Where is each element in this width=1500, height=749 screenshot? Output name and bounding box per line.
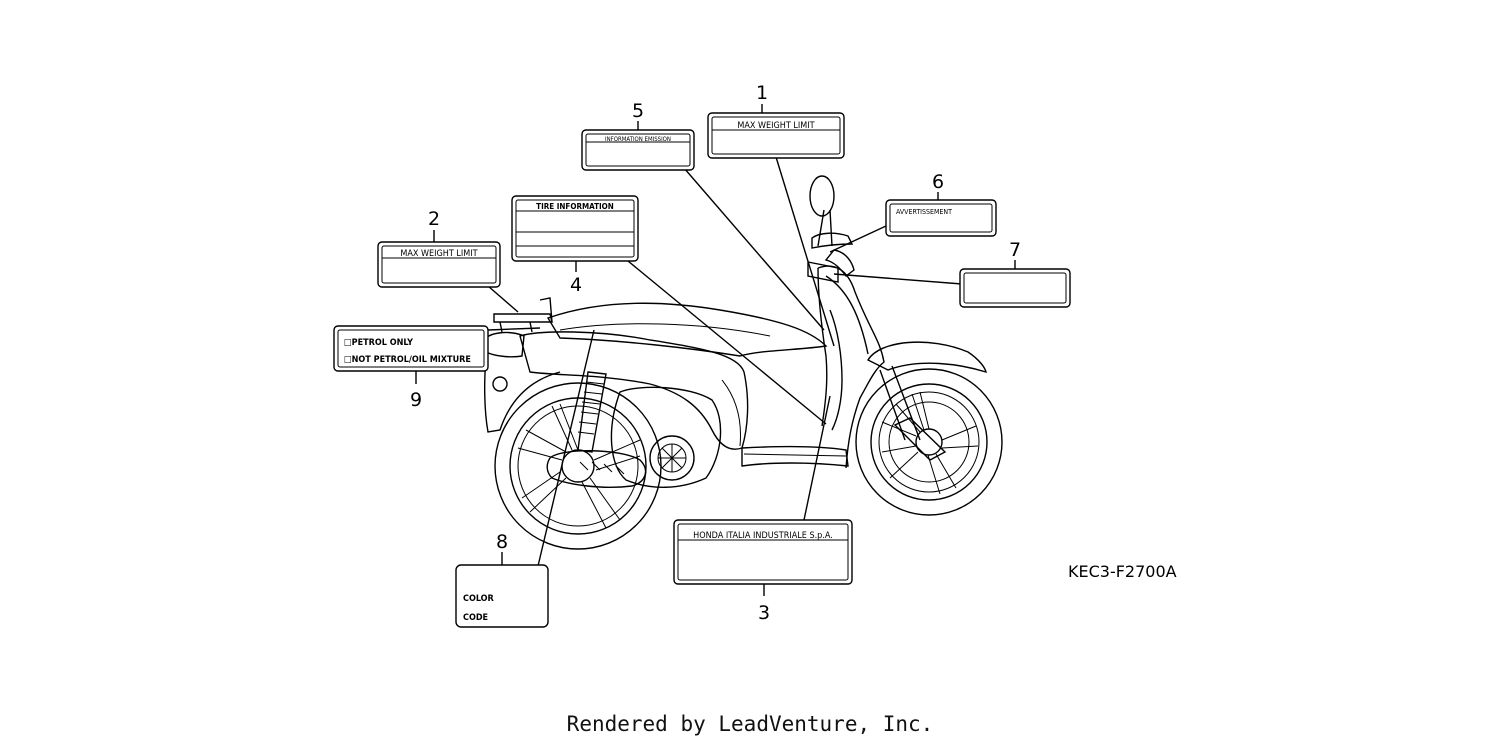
label-7[interactable]: 7 [959, 239, 1071, 308]
label-6-text: AVVERTISSEMENT [896, 208, 952, 216]
label-1-number: 1 [756, 82, 768, 104]
label-4[interactable]: TIRE INFORMATION 4 [511, 195, 639, 296]
scooter-drawing [483, 175, 1003, 550]
leader-line-7 [833, 273, 963, 285]
label-5[interactable]: INFORMATION EMISSION 5 [581, 100, 695, 171]
label-9[interactable]: □PETROL ONLY □NOT PETROL/OIL MIXTURE 9 [333, 325, 489, 411]
label-6-number: 6 [932, 171, 944, 193]
label-9-number: 9 [410, 389, 422, 411]
leader-line-1 [775, 156, 835, 347]
leader-lines [415, 104, 1016, 596]
label-8-line1: COLOR [463, 594, 495, 604]
leader-line-2 [487, 285, 519, 313]
label-3[interactable]: HONDA ITALIA INDUSTRIALE S.p.A. 3 [673, 519, 853, 624]
label-6[interactable]: AVVERTISSEMENT 6 [885, 171, 997, 237]
label-3-number: 3 [758, 602, 770, 624]
label-5-text: INFORMATION EMISSION [605, 136, 671, 143]
leader-line-4 [627, 260, 827, 425]
label-1[interactable]: MAX WEIGHT LIMIT 1 [707, 82, 845, 159]
leader-line-5 [683, 167, 825, 331]
label-9-line1: □PETROL ONLY [344, 338, 413, 348]
label-8-number: 8 [496, 531, 508, 553]
label-8-line2: CODE [463, 613, 488, 623]
label-8[interactable]: COLOR CODE 8 [455, 531, 549, 628]
label-5-number: 5 [632, 100, 644, 122]
label-2-number: 2 [428, 208, 440, 230]
label-7-number: 7 [1009, 239, 1021, 261]
label-2-text: MAX WEIGHT LIMIT [400, 249, 477, 259]
label-1-text: MAX WEIGHT LIMIT [737, 121, 814, 131]
leader-line-3 [803, 395, 831, 521]
footer-credit: Rendered by LeadVenture, Inc. [566, 712, 934, 736]
label-4-number: 4 [570, 274, 582, 296]
leader-line-6 [829, 225, 887, 253]
label-3-text: HONDA ITALIA INDUSTRIALE S.p.A. [693, 531, 833, 541]
leader-line-8 [537, 329, 595, 567]
label-9-line2: □NOT PETROL/OIL MIXTURE [344, 355, 471, 365]
front-wheel [855, 368, 1003, 516]
diagram-code: KEC3-F2700A [1068, 562, 1177, 581]
label-2[interactable]: MAX WEIGHT LIMIT 2 [377, 208, 501, 288]
label-4-text: TIRE INFORMATION [536, 202, 614, 211]
rear-wheel [494, 382, 662, 550]
leader-line-9 [487, 327, 541, 331]
